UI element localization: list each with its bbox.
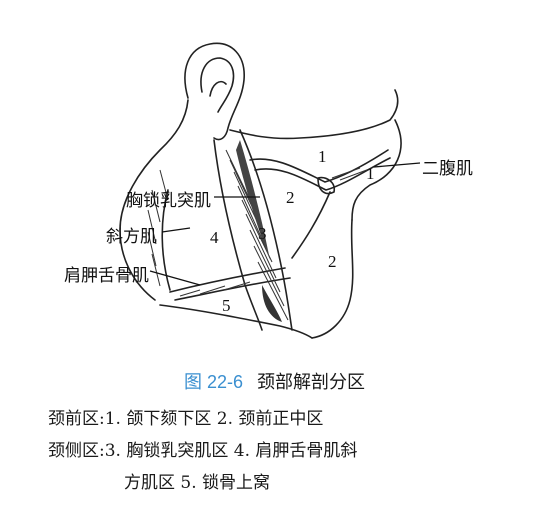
omohyoid-label: 肩胛舌骨肌: [64, 261, 149, 286]
figure-title: 颈部解剖分区: [257, 372, 365, 393]
region-4: 4: [210, 228, 219, 248]
caption-line-3: 方肌区 5. 锁骨上窝: [124, 468, 270, 493]
region-5: 5: [222, 296, 231, 316]
anterior-neck: [312, 220, 353, 338]
ear-outline: [185, 43, 244, 139]
neck-anatomy-figure: 二腹肌 胸锁乳突肌 斜方肌 肩胛舌骨肌 1 1 2 2 3 4 5: [0, 0, 549, 360]
region-1b: 1: [366, 164, 375, 184]
region-2b: 2: [328, 252, 337, 272]
ear-inner: [201, 58, 234, 112]
region-1a: 1: [318, 147, 327, 167]
caption-line-2: 颈侧区:3. 胸锁乳突肌区 4. 肩胛舌骨肌斜: [48, 436, 357, 461]
region-3: 3: [258, 224, 267, 244]
chin: [352, 120, 401, 220]
trapezius-label: 斜方肌: [106, 222, 157, 247]
jaw-line: [230, 90, 398, 138]
figure-caption: 图 22-6 颈部解剖分区: [0, 368, 549, 394]
scm-label: 胸锁乳突肌: [126, 186, 211, 211]
neck-drawing: [0, 0, 549, 360]
digastric-label: 二腹肌: [422, 154, 473, 179]
figure-number: 图 22-6: [184, 372, 243, 392]
caption-line-1: 颈前区:1. 颌下颏下区 2. 颈前正中区: [48, 404, 323, 429]
region-2a: 2: [286, 188, 295, 208]
omohyoid-upper: [292, 192, 330, 258]
